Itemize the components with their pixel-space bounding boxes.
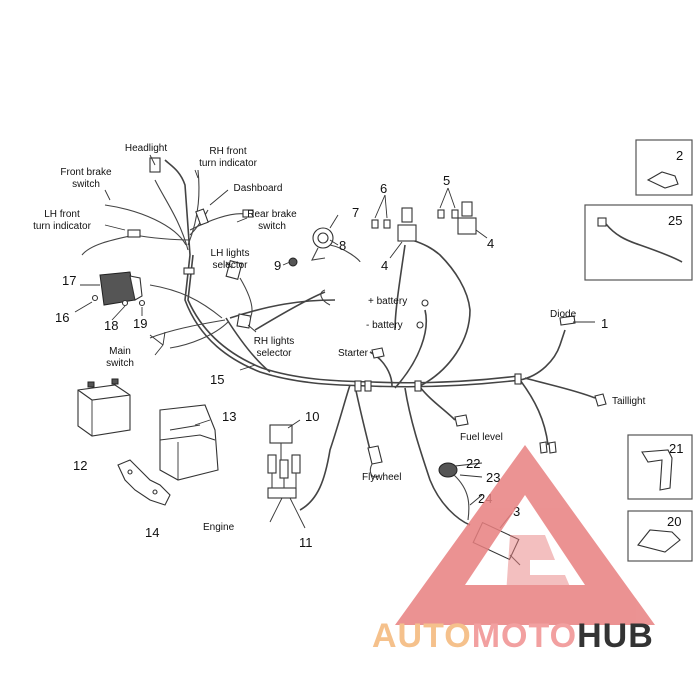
part-number-19: 19 [133,316,147,331]
battery [77,378,131,437]
part-number-3: 3 [513,504,520,519]
part-number-22: 22 [466,456,480,471]
front-loom [81,157,254,349]
watermark-text-moto: MOTO [472,617,577,655]
part-number-23: 23 [486,470,500,485]
part-number-16: 16 [55,310,69,325]
label-diode: Diode [550,309,577,320]
watermark-triangle [395,445,655,625]
part-number-7: 7 [352,205,359,220]
label-main-switch-2: switch [106,358,134,369]
label-front-brake-2: switch [72,179,100,190]
part-number-9: 9 [274,258,281,273]
part-number-12: 12 [73,458,87,473]
part-number-8: 8 [339,238,346,253]
box-25 [584,204,693,281]
part-number-2: 2 [676,148,683,163]
part-number-4b: 4 [487,236,494,251]
label-headlight: Headlight [125,143,167,154]
watermark-logo [395,445,655,625]
box-2 [635,139,693,196]
label-minus-battery: - battery [366,320,403,331]
part-number-1: 1 [601,316,608,331]
watermark-text-auto: AUTO [372,617,472,655]
part-number-4a: 4 [381,258,388,273]
relays [371,201,477,242]
part-numbers: 1 2 3 4 4 5 6 7 8 9 10 11 12 13 14 15 16… [55,148,683,550]
part-number-18: 18 [104,318,118,333]
horn [288,227,361,267]
leader-lines [74,154,595,529]
label-rear-brake-1: Rear brake [247,209,297,220]
label-rh-front-turn-1: RH front [209,146,246,157]
label-rear-brake-2: switch [258,221,286,232]
label-rh-lights-2: selector [256,348,292,359]
part-number-14: 14 [145,525,159,540]
part-number-11: 11 [299,535,313,550]
watermark-text-hub: HUB [577,617,654,655]
small-connectors [320,289,607,478]
label-rh-lights-1: RH lights [254,336,295,347]
part-number-5: 5 [443,173,450,188]
part-number-15: 15 [210,372,224,387]
part-number-13: 13 [222,409,236,424]
bracket [117,459,171,506]
box-21 [627,434,693,500]
label-front-brake-1: Front brake [60,167,112,178]
part-number-10: 10 [305,409,319,424]
label-dashboard: Dashboard [234,183,283,194]
part-number-17: 17 [62,273,76,288]
label-starter: Starter [338,348,369,359]
label-main-switch-1: Main [109,346,131,357]
label-lh-front-turn-2: turn indicator [33,221,91,232]
part-number-6: 6 [380,181,387,196]
box-20 [627,510,693,562]
part-number-25: 25 [668,213,682,228]
label-lh-front-turn-1: LH front [44,209,80,220]
watermark-inner-mark [505,535,580,610]
battery-holder [159,404,219,481]
label-lh-lights-1: LH lights [211,248,250,259]
label-fuel-level: Fuel level [460,432,503,443]
part-number-20: 20 [667,514,681,529]
regulator [91,271,146,307]
label-engine: Engine [203,522,235,533]
label-rh-front-turn-2: turn indicator [199,158,257,169]
label-flywheel: Flywheel [362,472,401,483]
label-taillight: Taillight [612,396,646,407]
watermark-text: AUTOMOTOHUB [372,617,654,655]
label-plus-battery: + battery [368,296,407,307]
component-labels: Headlight RH front turn indicator Front … [33,143,645,533]
label-lh-lights-2: selector [212,260,248,271]
part-number-21: 21 [669,441,683,456]
engine-connector [267,424,301,499]
